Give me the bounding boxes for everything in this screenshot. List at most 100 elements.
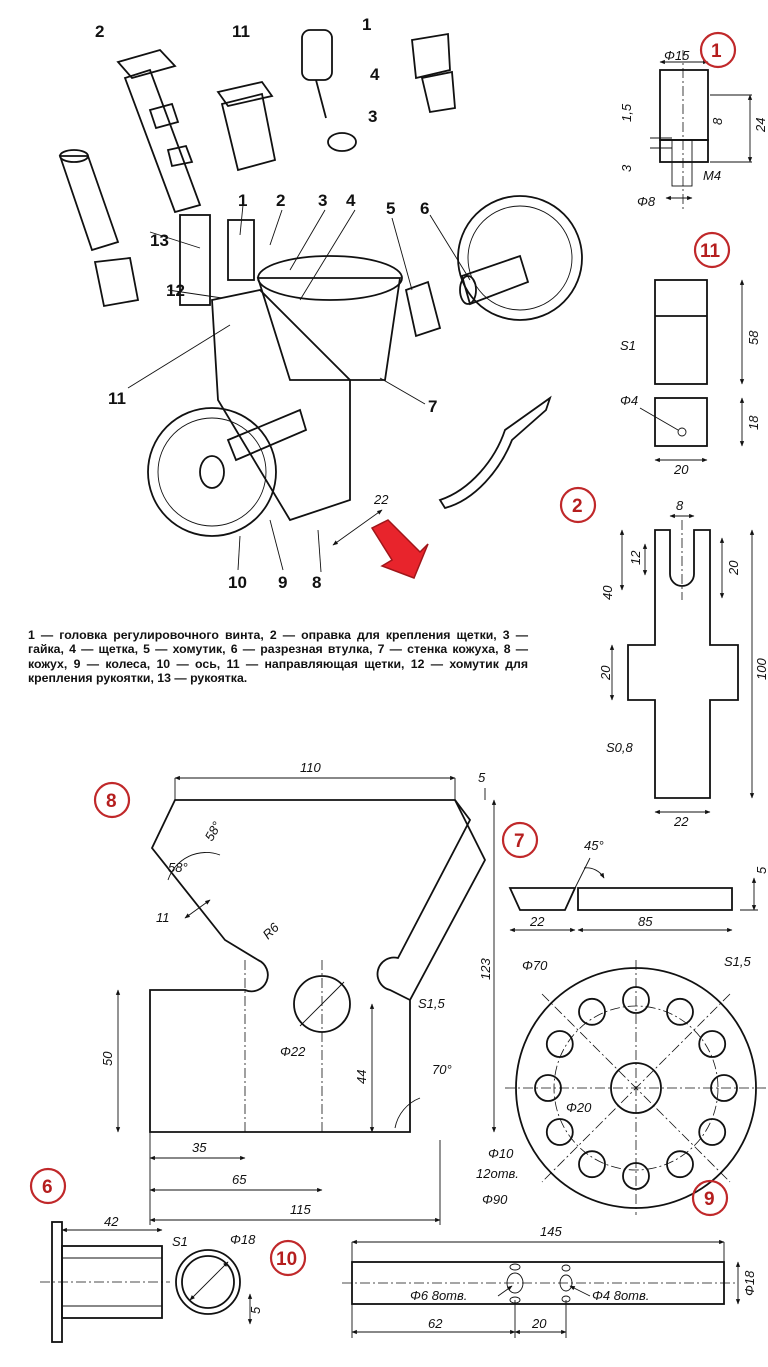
marker-circle-8 bbox=[93, 781, 131, 819]
part2-dim-22: 22 bbox=[673, 814, 689, 829]
guide-illustration bbox=[216, 80, 277, 172]
part11-dim-18: 18 bbox=[746, 415, 761, 430]
part7-dim-85: 85 bbox=[638, 914, 653, 929]
part8-dim-44: 44 bbox=[354, 1070, 369, 1084]
part9-dim-d10: Φ10 bbox=[488, 1146, 514, 1161]
part2-dim-8: 8 bbox=[676, 498, 684, 513]
part10-dim-5: 5 bbox=[248, 1306, 263, 1314]
handle-illustration bbox=[58, 149, 120, 252]
callout-top-3: 3 bbox=[368, 107, 377, 126]
marker-1: 1 bbox=[711, 41, 722, 62]
callout-6: 6 bbox=[420, 199, 429, 218]
callout-7: 7 bbox=[428, 397, 437, 416]
wheel-hole bbox=[666, 1150, 694, 1179]
callout-9: 9 bbox=[278, 573, 287, 592]
part11-dim-20: 20 bbox=[673, 462, 689, 477]
part8-dim-d22: Φ22 bbox=[280, 1044, 306, 1059]
wall-illustration bbox=[438, 395, 552, 510]
marker-circle-2 bbox=[559, 486, 597, 524]
red-arrow bbox=[370, 519, 429, 579]
axle-dim-d18: Φ18 bbox=[742, 1270, 757, 1296]
part1-dim-8: 8 bbox=[710, 117, 725, 125]
part10-s1: S1 bbox=[172, 1234, 188, 1249]
part2-dim-20a: 20 bbox=[726, 560, 741, 576]
wheel-hole bbox=[698, 1118, 727, 1146]
callout-3: 3 bbox=[318, 191, 327, 210]
callout-top-4: 4 bbox=[370, 65, 380, 84]
part1-dim-1-5: 1,5 bbox=[619, 103, 634, 122]
part2-dim-12: 12 bbox=[628, 550, 643, 565]
part8-r6: R6 bbox=[260, 919, 283, 942]
clamp-illustration bbox=[404, 280, 442, 338]
nut-illustration bbox=[327, 132, 357, 152]
marker-circle-11 bbox=[693, 231, 731, 269]
part8-dim-110: 110 bbox=[300, 760, 321, 775]
part8-dim-35: 35 bbox=[192, 1140, 207, 1155]
part6-dim-42: 42 bbox=[104, 1214, 119, 1229]
part7-dim-5: 5 bbox=[754, 866, 768, 874]
axle-drawing bbox=[342, 1239, 741, 1338]
part7-dim-22: 22 bbox=[529, 914, 545, 929]
parts-legend: 1 — головка регулировочного винта, 2 — о… bbox=[28, 628, 528, 686]
part2-dim-100: 100 bbox=[754, 658, 768, 680]
part8-dim-115: 115 bbox=[290, 1202, 311, 1217]
marker-11: 11 bbox=[700, 241, 721, 262]
part-2-drawing bbox=[609, 513, 755, 815]
part8-angle-58a: 58° bbox=[168, 860, 188, 875]
callout-2: 2 bbox=[276, 191, 285, 210]
brush-holder-illustration bbox=[116, 48, 202, 214]
marker-8: 8 bbox=[106, 791, 117, 812]
part9-dim-d20: Φ20 bbox=[566, 1100, 592, 1115]
marker-circle-6 bbox=[29, 1167, 67, 1205]
part8-angle-70: 70° bbox=[432, 1062, 452, 1077]
marker-9: 9 bbox=[704, 1189, 715, 1210]
wheel-hole bbox=[545, 1030, 574, 1058]
part7-angle-45: 45° bbox=[584, 838, 604, 853]
wheel-hole bbox=[578, 1150, 606, 1179]
part8-angle-58b: 58° bbox=[202, 819, 225, 844]
part1-dim-3: 3 bbox=[619, 164, 634, 172]
axle-dim-20: 20 bbox=[531, 1316, 547, 1331]
wheel-illustration bbox=[147, 407, 308, 537]
axle-holes-6: Φ6 8отв. bbox=[410, 1288, 467, 1303]
part1-dim-24: 24 bbox=[753, 118, 768, 133]
part2-dim-40: 40 bbox=[600, 585, 615, 600]
assembly-dim-22: 22 bbox=[373, 492, 389, 507]
part11-s1: S1 bbox=[620, 338, 636, 353]
wheel-hole bbox=[698, 1030, 727, 1058]
part-9-drawing bbox=[505, 960, 766, 1215]
marker-10: 10 bbox=[276, 1249, 297, 1270]
axle-holes-4: Φ4 8отв. bbox=[592, 1288, 649, 1303]
marker-circle-10 bbox=[269, 1239, 307, 1277]
assembled-body-illustration bbox=[179, 214, 403, 522]
callout-13: 13 bbox=[150, 231, 169, 250]
part9-dim-d90: Φ90 bbox=[482, 1192, 508, 1207]
split-sleeve-wheel-illustration bbox=[457, 195, 583, 321]
part8-dim-65: 65 bbox=[232, 1172, 247, 1187]
marker-7: 7 bbox=[514, 831, 525, 852]
wheel-hole bbox=[545, 1118, 574, 1146]
part1-dim-m4: M4 bbox=[703, 168, 721, 183]
marker-6: 6 bbox=[42, 1177, 53, 1198]
part-11-drawing bbox=[639, 279, 745, 463]
part1-dim-d15: Φ15 bbox=[664, 48, 690, 63]
marker-2: 2 bbox=[572, 496, 583, 517]
screw-head-illustration bbox=[301, 29, 333, 119]
part11-dim-58: 58 bbox=[746, 330, 761, 345]
part9-holes: 12отв. bbox=[476, 1166, 519, 1181]
part10-dim-d18: Φ18 bbox=[230, 1232, 256, 1247]
callout-top-11: 11 bbox=[232, 22, 250, 41]
part8-dim-11: 11 bbox=[156, 910, 170, 925]
part8-dim-123: 123 bbox=[478, 958, 493, 980]
part8-dim-5: 5 bbox=[478, 770, 486, 785]
callout-top-1: 1 bbox=[362, 15, 371, 34]
callout-10: 10 bbox=[228, 573, 247, 592]
part2-dim-20b: 20 bbox=[598, 665, 613, 681]
callout-11: 11 bbox=[108, 389, 126, 408]
callout-top-2: 2 bbox=[95, 22, 104, 41]
callout-4: 4 bbox=[346, 191, 356, 210]
callout-5: 5 bbox=[386, 199, 395, 218]
part2-s0-8: S0,8 bbox=[606, 740, 634, 755]
leader-lines bbox=[127, 204, 471, 573]
